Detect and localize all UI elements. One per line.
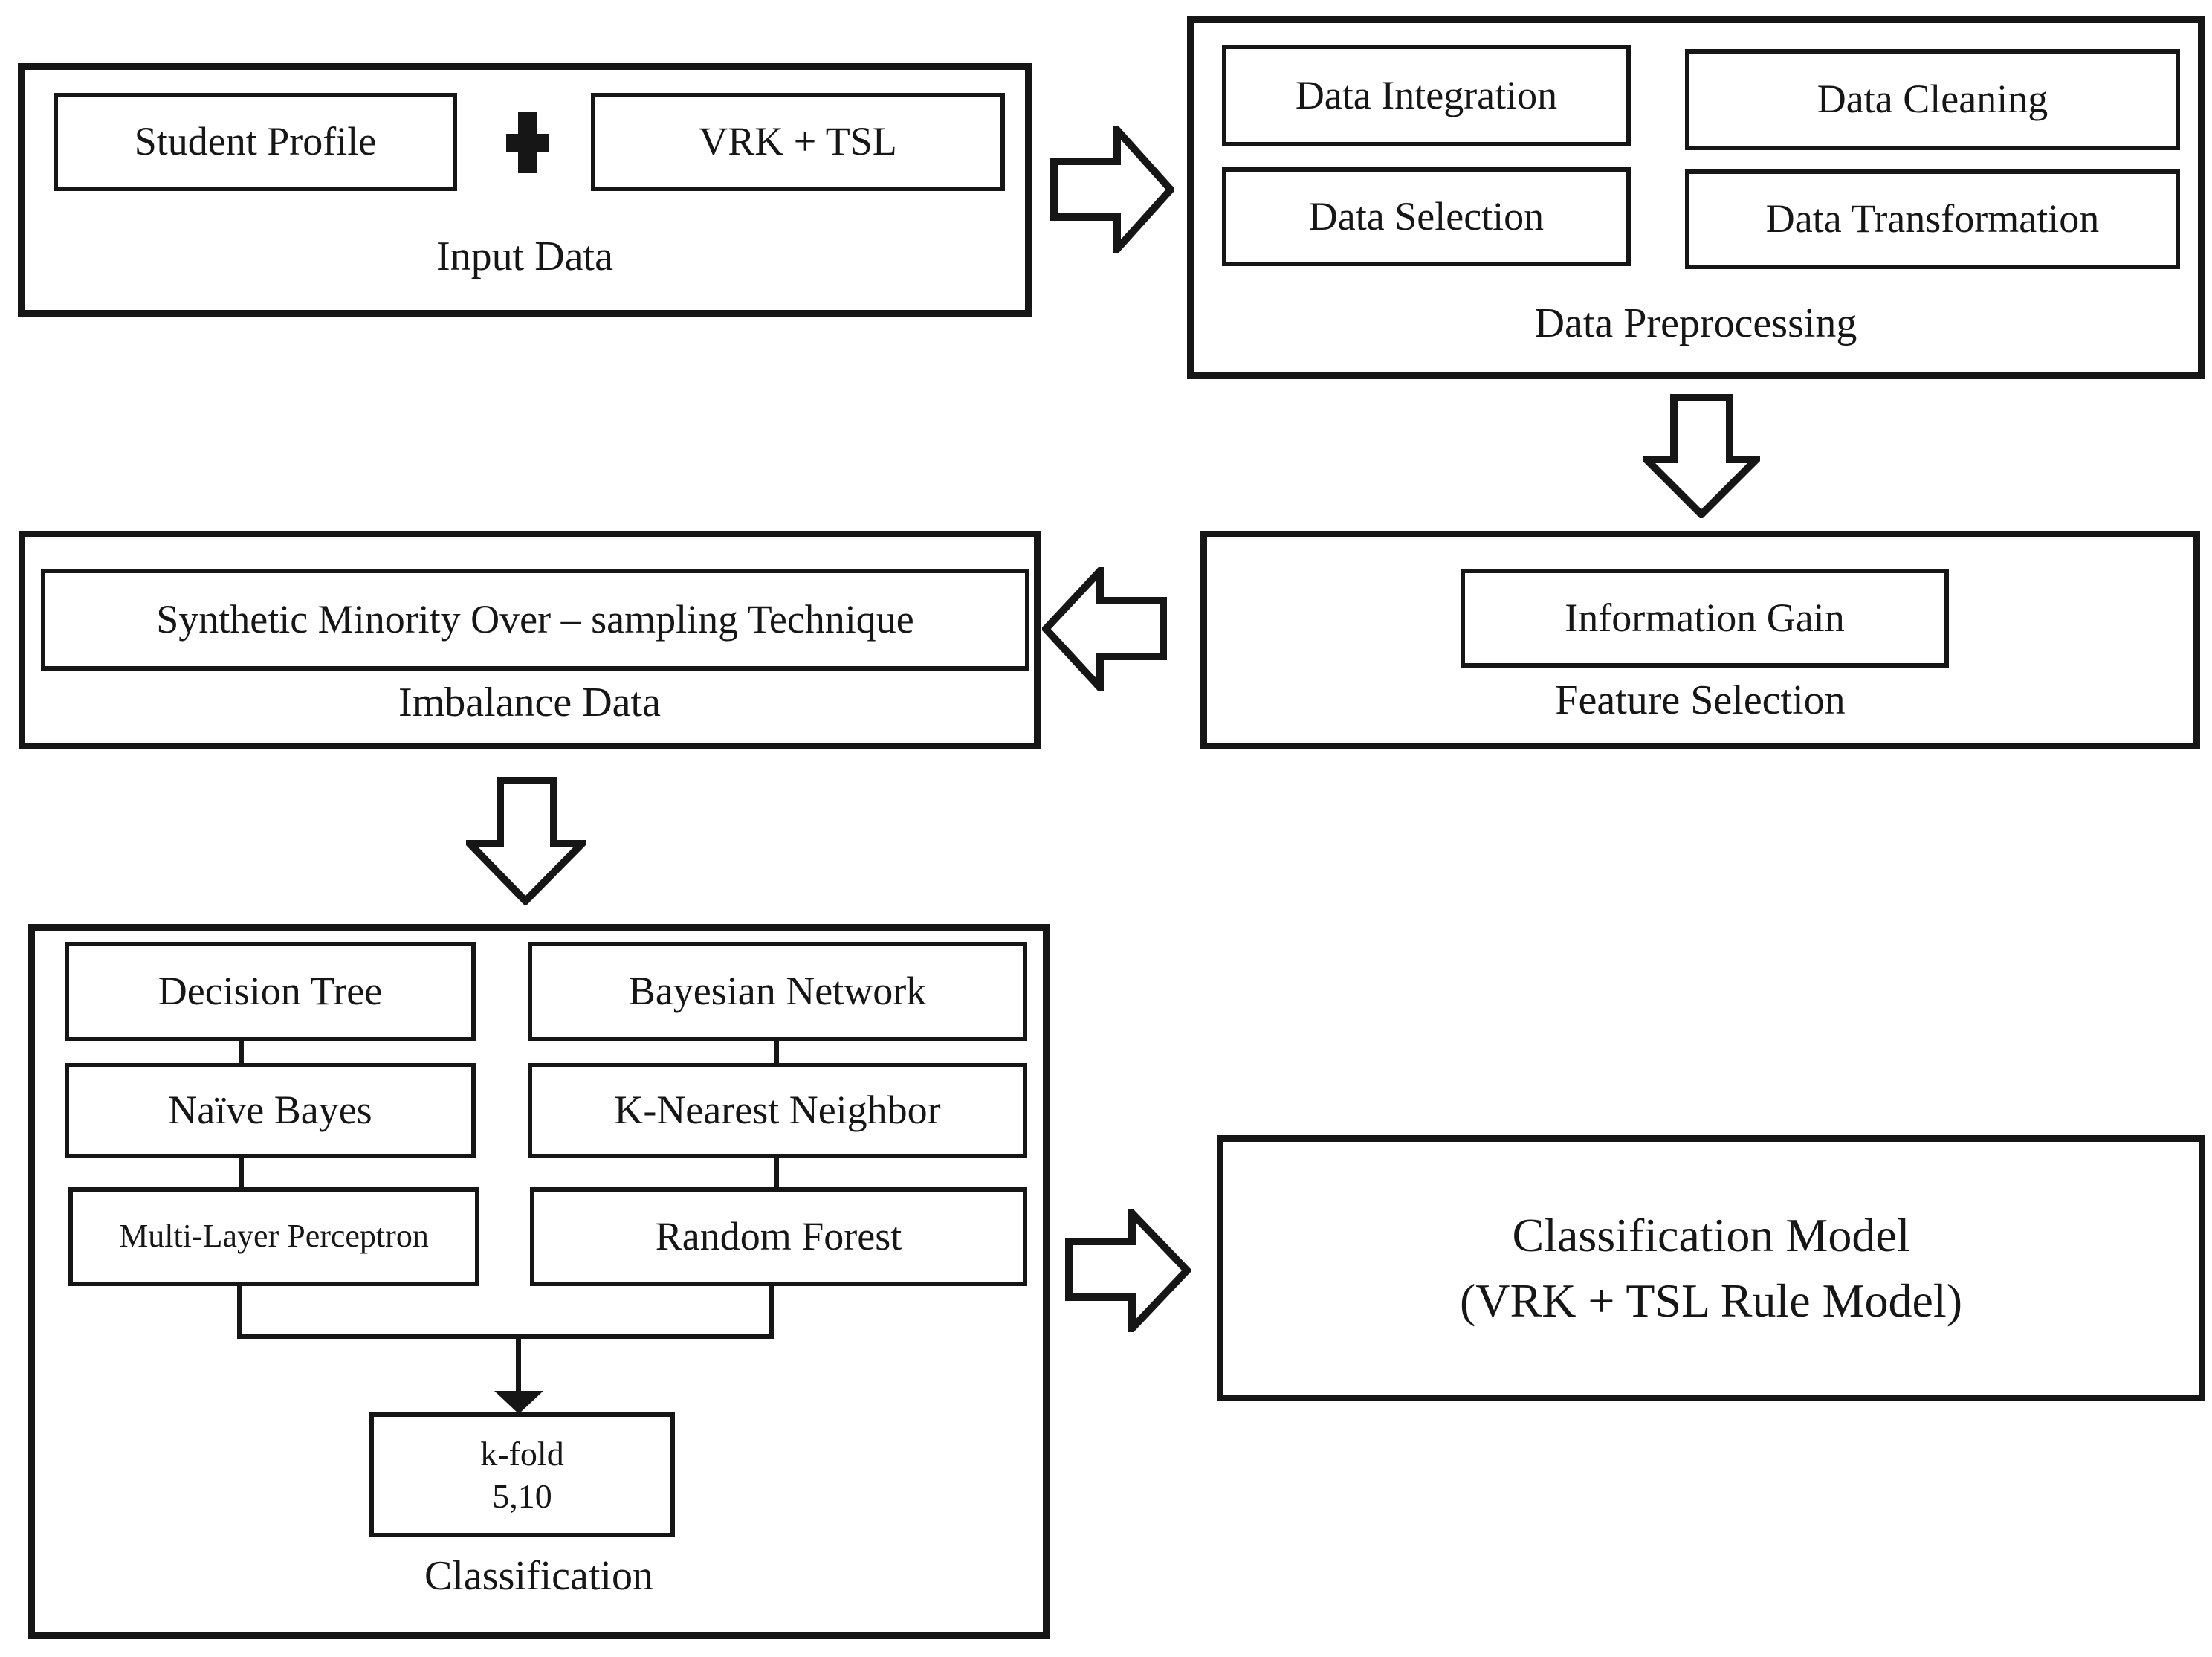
classification-model-line2: (VRK + TSL Rule Model) xyxy=(1459,1274,1963,1327)
naive-bayes-label: Naïve Bayes xyxy=(168,1088,372,1133)
connector-decision-tree-naive-bayes xyxy=(239,1039,244,1065)
connector-knn-random-forest xyxy=(774,1156,779,1189)
information-gain-label: Information Gain xyxy=(1565,595,1845,640)
data-cleaning-label: Data Cleaning xyxy=(1817,77,2048,122)
smote-label: Synthetic Minority Over – sampling Techn… xyxy=(156,596,914,642)
vrk-tsl-label: VRK + TSL xyxy=(699,119,897,164)
classification-model-text: Classification Model (VRK + TSL Rule Mod… xyxy=(1217,1135,2205,1401)
classification-caption: Classification xyxy=(424,1553,653,1599)
bayesian-network-node: Bayesian Network xyxy=(528,942,1027,1041)
data-integration-label: Data Integration xyxy=(1295,72,1558,117)
data-transformation-label: Data Transformation xyxy=(1765,196,2100,242)
arrow-classification-to-model-icon xyxy=(1065,1209,1191,1332)
data-selection-label: Data Selection xyxy=(1308,193,1545,239)
kfold-arrowhead-icon xyxy=(494,1391,543,1414)
k-fold-label: k-fold xyxy=(480,1434,564,1473)
decision-tree-node: Decision Tree xyxy=(65,942,476,1041)
kfold-arrow-shaft xyxy=(516,1337,521,1394)
data-preprocessing-caption: Data Preprocessing xyxy=(1534,300,1857,346)
data-cleaning-node: Data Cleaning xyxy=(1685,49,2180,150)
random-forest-node: Random Forest xyxy=(530,1187,1027,1286)
data-transformation-node: Data Transformation xyxy=(1685,169,2180,269)
merge-right-vertical-line xyxy=(769,1285,774,1339)
imbalance-data-caption: Imbalance Data xyxy=(398,679,661,726)
bayesian-network-label: Bayesian Network xyxy=(628,969,927,1014)
classification-model-panel xyxy=(1217,1135,2205,1401)
plus-icon xyxy=(506,112,549,173)
k-fold-node: k-fold 5,10 xyxy=(369,1412,675,1537)
student-profile-node: Student Profile xyxy=(54,93,457,191)
feature-selection-caption: Feature Selection xyxy=(1555,677,1846,723)
k-fold-values: 5,10 xyxy=(492,1477,552,1515)
multi-layer-perceptron-label: Multi-Layer Perceptron xyxy=(119,1218,429,1255)
classification-model-line1: Classification Model xyxy=(1512,1208,1910,1262)
decision-tree-label: Decision Tree xyxy=(158,969,383,1014)
vrk-tsl-node: VRK + TSL xyxy=(591,93,1005,191)
merge-horizontal-line xyxy=(237,1334,774,1339)
connector-naive-bayes-mlp xyxy=(239,1156,244,1189)
random-forest-label: Random Forest xyxy=(655,1213,902,1259)
multi-layer-perceptron-node: Multi-Layer Perceptron xyxy=(68,1187,479,1286)
smote-node: Synthetic Minority Over – sampling Techn… xyxy=(41,569,1029,671)
input-data-caption: Input Data xyxy=(436,233,613,280)
student-profile-label: Student Profile xyxy=(134,119,377,164)
arrow-input-to-preprocessing-icon xyxy=(1050,126,1174,253)
k-nearest-neighbor-node: K-Nearest Neighbor xyxy=(528,1063,1027,1158)
merge-left-vertical-line xyxy=(237,1285,242,1339)
arrow-imbalance-to-classification-icon xyxy=(466,777,586,905)
naive-bayes-node: Naïve Bayes xyxy=(65,1063,476,1158)
information-gain-node: Information Gain xyxy=(1461,569,1949,668)
data-selection-node: Data Selection xyxy=(1222,167,1631,266)
k-nearest-neighbor-label: K-Nearest Neighbor xyxy=(614,1088,941,1133)
arrow-feature-selection-to-imbalance-icon xyxy=(1042,567,1167,691)
connector-bayesian-knn xyxy=(774,1039,779,1065)
arrow-preprocessing-to-feature-selection-icon xyxy=(1643,394,1760,518)
data-integration-node: Data Integration xyxy=(1222,45,1631,146)
